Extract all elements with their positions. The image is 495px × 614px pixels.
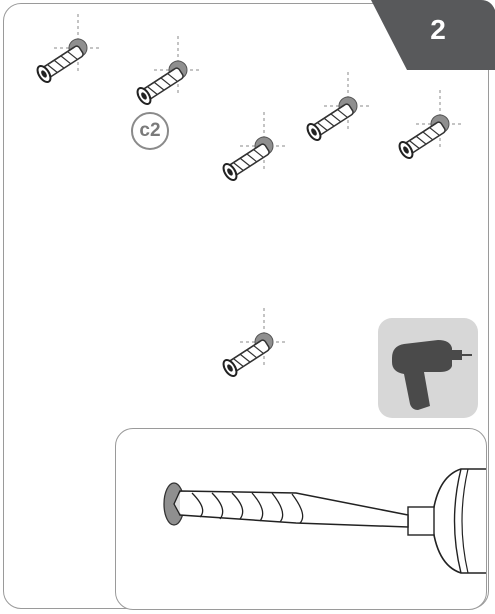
drill-bit-illustration	[163, 468, 486, 574]
step-tab	[371, 0, 495, 70]
drill-badge	[378, 318, 478, 418]
drilling-detail-view	[115, 428, 487, 610]
part-label-c2: c2	[131, 112, 169, 150]
drill-icon	[392, 340, 472, 410]
step-number: 2	[430, 14, 446, 45]
